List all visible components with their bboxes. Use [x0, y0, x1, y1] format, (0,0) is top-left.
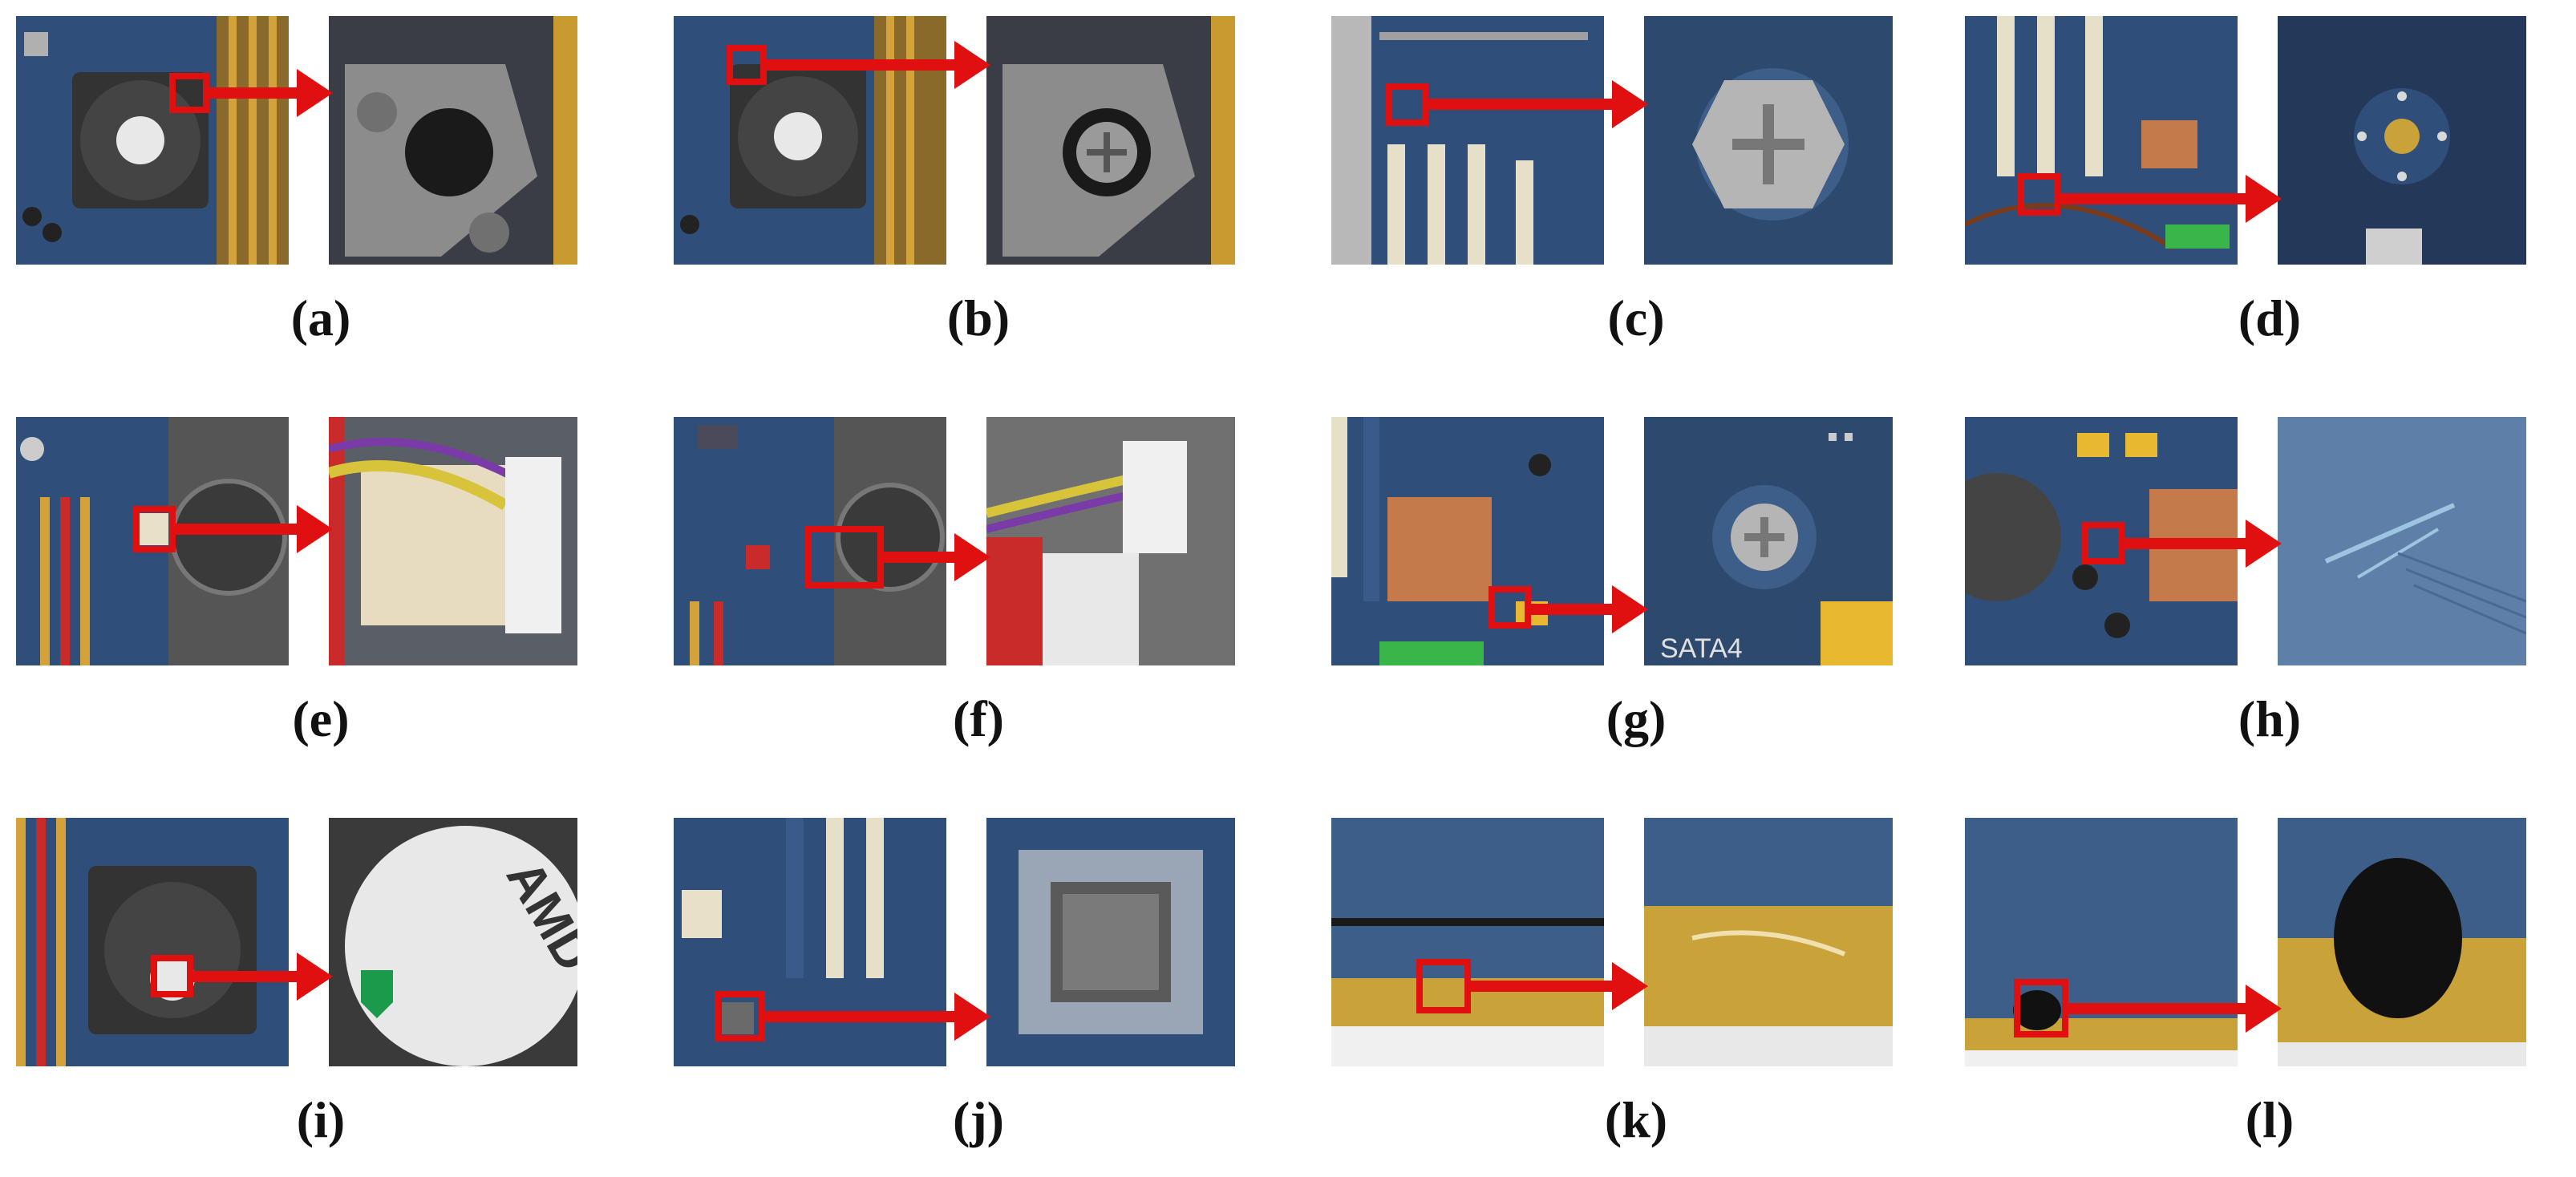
- context-photo: [1965, 417, 2238, 665]
- context-photo: [1331, 417, 1604, 665]
- zoom-photo: [2278, 818, 2526, 1066]
- context-photo: [674, 818, 946, 1066]
- context-photo: [1965, 818, 2238, 1066]
- zoom-photo: [2278, 417, 2526, 665]
- panel-label: (l): [2245, 1091, 2295, 1148]
- context-photo: [674, 417, 946, 665]
- panel-g: SATA4 (g): [1331, 417, 1941, 770]
- panel-k: (k): [1331, 818, 1941, 1171]
- panel-i: AMD (i): [16, 818, 626, 1171]
- zoom-photo: [1644, 818, 1893, 1066]
- panel-h: (h): [1965, 417, 2574, 770]
- zoom-photo: [329, 417, 577, 665]
- zoom-photo: AMD: [329, 818, 577, 1066]
- panel-f: (f): [674, 417, 1283, 770]
- zoom-photo: [986, 818, 1235, 1066]
- panel-b: (b): [674, 16, 1283, 369]
- context-photo: [16, 417, 289, 665]
- panel-label: (c): [1607, 289, 1665, 346]
- context-photo: [674, 16, 946, 265]
- context-photo: [1331, 818, 1604, 1066]
- zoom-photo: [986, 16, 1235, 265]
- panel-e: (e): [16, 417, 626, 770]
- panel-label: (h): [2238, 690, 2302, 747]
- panel-c: (c): [1331, 16, 1941, 369]
- panel-j: (j): [674, 818, 1283, 1171]
- context-photo: [1965, 16, 2238, 265]
- panel-label: (i): [296, 1091, 346, 1148]
- panel-label: (j): [953, 1091, 1004, 1148]
- zoom-photo: [329, 16, 577, 265]
- panel-label: (g): [1606, 690, 1667, 747]
- zoom-photo: SATA4: [1644, 417, 1893, 665]
- panel-label: (k): [1604, 1091, 1668, 1148]
- context-photo: [1331, 16, 1604, 265]
- panel-label: (f): [953, 690, 1004, 747]
- panel-label: (b): [946, 289, 1011, 346]
- panel-d: (d): [1965, 16, 2574, 369]
- context-photo: [16, 818, 289, 1066]
- context-photo: [16, 16, 289, 265]
- panel-label: (e): [292, 690, 350, 747]
- svg-text:SATA4: SATA4: [1660, 633, 1743, 664]
- zoom-photo: [2278, 16, 2526, 265]
- zoom-photo: [986, 417, 1235, 665]
- zoom-photo: [1644, 16, 1893, 265]
- panel-label: (d): [2238, 289, 2302, 346]
- panel-l: (l): [1965, 818, 2574, 1171]
- panel-label: (a): [290, 289, 351, 346]
- panel-a: (a): [16, 16, 626, 369]
